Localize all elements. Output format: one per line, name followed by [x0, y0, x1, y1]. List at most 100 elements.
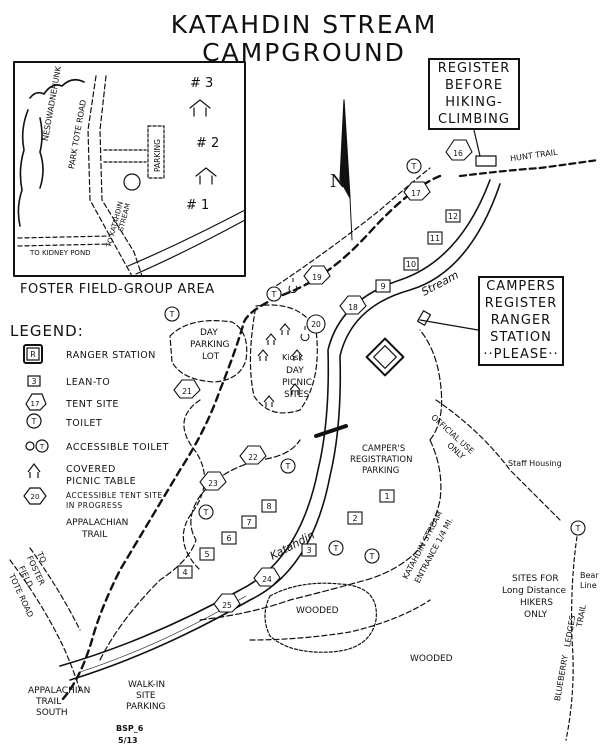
walkin-label-3: PARKING	[126, 702, 166, 712]
toilet-6: T	[328, 540, 344, 556]
lean-to-11: 11	[427, 231, 443, 245]
lean-to-10: 10	[403, 257, 419, 271]
accessible-symbol-1	[288, 278, 298, 294]
lean-to-1: 1	[379, 489, 395, 503]
footer-code-2: 5/13	[118, 736, 138, 745]
appalachian-trail-label-1: APPALACHIAN	[66, 518, 129, 528]
camp-road-east	[419, 329, 443, 441]
at-south-label-3: SOUTH	[36, 708, 68, 718]
ranger-station	[365, 337, 405, 377]
svg-text:23: 23	[208, 479, 218, 488]
staff-housing-label: Staff Housing	[508, 459, 562, 468]
camp-road-inner	[199, 439, 442, 621]
walkin-label-2: SITE	[136, 691, 156, 701]
svg-text:22: 22	[248, 453, 258, 462]
appalachian-trail	[60, 174, 442, 702]
picnic-table-6	[289, 383, 301, 395]
day-parking-label-1: DAY	[200, 328, 218, 338]
toilet-7: T	[364, 548, 380, 564]
legend-tent-site-icon: 17	[25, 393, 47, 411]
svg-text:7: 7	[246, 518, 251, 527]
wooded-area	[264, 582, 377, 653]
sites-long-distance-label-4: ONLY	[524, 610, 548, 620]
svg-text:16: 16	[453, 149, 463, 158]
campers-pointer	[419, 319, 479, 331]
campers-line-5: ··PLEASE··	[483, 347, 559, 362]
tent-site-25: 25	[213, 593, 241, 613]
svg-text:4: 4	[182, 568, 187, 577]
map-title-line1: KATAHDIN STREAM	[170, 10, 438, 39]
sites-long-distance-label-3: HIKERS	[520, 598, 553, 608]
svg-text:T: T	[169, 310, 175, 319]
register-pointer	[473, 129, 481, 157]
svg-text:T: T	[333, 544, 339, 553]
inset-to-kidney-pond-label: TO KIDNEY POND	[30, 249, 91, 257]
svg-text:3: 3	[31, 377, 36, 386]
svg-text:5: 5	[204, 550, 209, 559]
register-line-1: REGISTER	[437, 61, 511, 76]
day-parking-label-2: PARKING	[190, 340, 230, 350]
road-to-foster-2	[29, 547, 81, 631]
lean-to-6: 6	[221, 531, 237, 545]
register-kiosk	[475, 155, 497, 167]
legend-label-tent: TENT SITE	[66, 399, 119, 410]
bear-line-label-2: Line	[580, 581, 597, 590]
toilet-1: T	[406, 158, 422, 174]
svg-text:10: 10	[406, 260, 416, 269]
day-parking-label-3: LOT	[202, 352, 220, 362]
inset-stream-bottom	[135, 219, 246, 275]
svg-text:18: 18	[348, 303, 358, 312]
inset-road-left	[87, 75, 133, 277]
appalachian-trail-label-2: TRAIL	[82, 530, 108, 540]
sites-long-distance-label-1: SITES FOR	[512, 574, 559, 584]
svg-text:21: 21	[182, 387, 192, 396]
ranger-shed	[416, 310, 432, 326]
at-south-label-1: APPALACHIAN	[28, 686, 91, 696]
legend-label-lean-to: LEAN-TO	[66, 377, 111, 388]
svg-text:T: T	[203, 508, 209, 517]
svg-text:25: 25	[222, 601, 232, 610]
camp-road-south	[249, 599, 431, 641]
tent-site-22: 22	[239, 445, 267, 465]
svg-text:T: T	[271, 290, 277, 299]
picnic-table-3	[257, 349, 269, 361]
tent-site-23: 23	[199, 471, 227, 491]
lean-to-4: 4	[177, 565, 193, 579]
lean-to-5: 5	[199, 547, 215, 561]
inset-site-2-label: # 2	[196, 136, 220, 151]
lean-to-12: 12	[445, 209, 461, 223]
picnic-table-4	[291, 349, 303, 361]
toilet-5: T	[198, 504, 214, 520]
inset-shelter-2	[195, 167, 217, 185]
svg-text:17: 17	[31, 400, 40, 408]
camp-road-day-parking	[169, 320, 248, 383]
svg-text:12: 12	[448, 212, 458, 221]
campers-line-3: RANGER	[490, 313, 552, 328]
campers-line-4: STATION	[490, 330, 552, 345]
registration-label-1: CAMPER'S	[362, 444, 406, 454]
bear-line-label-1: Bear	[580, 571, 599, 580]
svg-text:T: T	[411, 162, 417, 171]
svg-text:17: 17	[411, 189, 421, 198]
legend-accessible-tent-icon: 20	[23, 487, 47, 505]
inset-frame	[13, 61, 246, 277]
svg-text:20: 20	[311, 320, 321, 329]
legend-ranger-station-icon: R	[23, 344, 43, 364]
register-notice: REGISTER BEFORE HIKING- CLIMBING	[428, 58, 520, 130]
picnic-table-2	[265, 333, 277, 345]
north-label: N	[330, 171, 346, 192]
tent-site-24: 24	[253, 567, 281, 587]
legend-label-accessible-toilet: ACCESSIBLE TOILET	[66, 442, 169, 453]
hunt-trail	[458, 158, 600, 178]
tent-site-19: 19	[303, 265, 331, 285]
inset-site-1-label: # 1	[186, 198, 210, 213]
footer-code-1: BSP_6	[116, 724, 144, 733]
campers-line-2: REGISTER	[484, 296, 558, 311]
accessible-tent-site-20: 20	[306, 314, 326, 334]
svg-text:19: 19	[312, 273, 322, 282]
lean-to-2: 2	[347, 511, 363, 525]
legend-lean-to-icon: 3	[27, 375, 41, 387]
svg-text:T: T	[39, 443, 45, 451]
day-picnic-label-2: PICNIC	[282, 378, 313, 388]
north-arrow	[339, 99, 351, 199]
